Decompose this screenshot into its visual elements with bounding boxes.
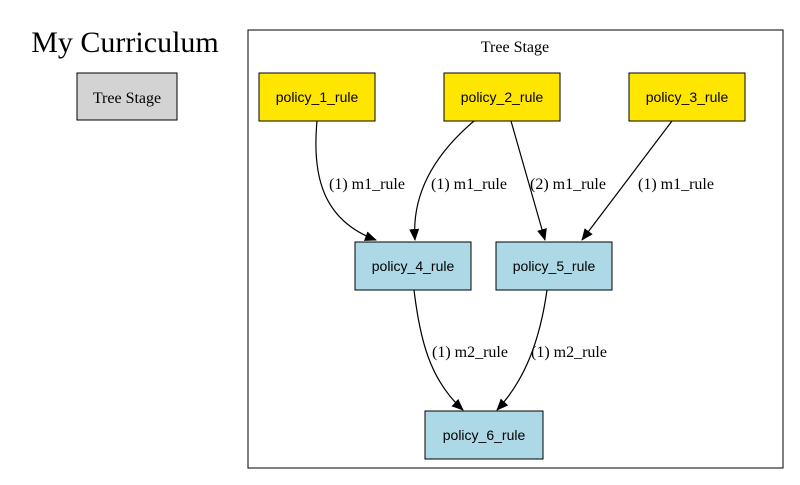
- edge-label: (1) m1_rule: [638, 176, 714, 193]
- node-policy-4[interactable]: policy_4_rule: [354, 241, 472, 291]
- node-label: policy_2_rule: [461, 89, 544, 105]
- legend-tree-stage: Tree Stage: [76, 72, 178, 121]
- edge-label: (1) m1_rule: [431, 176, 507, 193]
- cluster-label: Tree Stage: [481, 39, 549, 56]
- edge-policy-4-to-6: [413, 289, 464, 411]
- legend-swatch: [76, 72, 178, 121]
- node-box: [424, 410, 544, 460]
- edge-label: (1) m2_rule: [432, 344, 508, 361]
- edge-policy-3-to-5: [581, 120, 673, 241]
- edge-label: (2) m1_rule: [530, 176, 606, 193]
- cluster-tree-stage: Tree Stage: [247, 29, 784, 469]
- node-policy-5[interactable]: policy_5_rule: [495, 241, 613, 291]
- node-policy-1[interactable]: policy_1_rule: [258, 72, 376, 122]
- node-policy-2[interactable]: policy_2_rule: [443, 72, 561, 122]
- edges: [315, 120, 673, 411]
- legend-label: Tree Stage: [93, 90, 161, 107]
- node-label: policy_4_rule: [372, 258, 455, 274]
- edge-labels: (1) m1_rule (1) m1_rule (2) m1_rule (1) …: [329, 176, 714, 361]
- edge-policy-5-to-6: [496, 289, 548, 411]
- edge-label: (1) m1_rule: [329, 176, 405, 193]
- edge-policy-2-to-4: [409, 120, 475, 241]
- edge-label: (1) m2_rule: [531, 344, 607, 361]
- node-label: policy_1_rule: [276, 89, 359, 105]
- cluster-border: [247, 29, 784, 469]
- node-policy-6[interactable]: policy_6_rule: [424, 410, 544, 460]
- node-box: [443, 72, 561, 122]
- node-policy-3[interactable]: policy_3_rule: [628, 72, 746, 122]
- node-box: [258, 72, 376, 122]
- node-label: policy_6_rule: [443, 427, 526, 443]
- node-box: [628, 72, 746, 122]
- page-title: My Curriculum: [31, 26, 219, 59]
- node-box: [354, 241, 472, 291]
- node-label: policy_3_rule: [646, 89, 729, 105]
- node-label: policy_5_rule: [513, 258, 596, 274]
- edge-policy-2-to-5: [510, 120, 547, 241]
- node-box: [495, 241, 613, 291]
- edge-policy-1-to-4: [315, 120, 377, 241]
